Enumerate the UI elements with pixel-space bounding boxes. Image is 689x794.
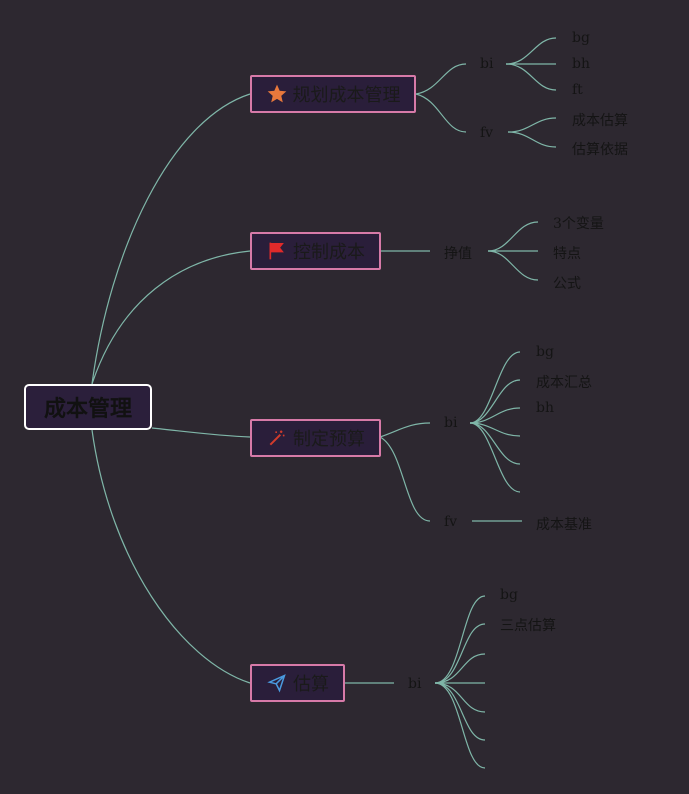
subtopic-label[interactable]: bi [408,676,422,692]
leaf-label[interactable]: bh [536,400,554,416]
subtopic-label[interactable]: fv [444,514,458,530]
connector-b1-fv-2 [507,131,557,148]
leaf-label[interactable]: 3个变量 [553,216,604,232]
leaf-label[interactable]: bg [500,587,518,603]
connector-b1-fv-1 [507,117,557,133]
topic-label: 制定预算 [293,429,365,450]
topic-determine-budget[interactable]: 制定预算 [250,419,381,457]
leaf-label[interactable]: 特点 [553,246,581,262]
subtopic-label[interactable]: bi [444,415,458,431]
connector-b1-bi [415,63,467,95]
topic-estimate[interactable]: 估算 [250,664,345,702]
leaf-label[interactable]: bg [572,30,590,46]
topic-label: 估算 [293,674,329,695]
root-topic-label: 成本管理 [43,397,132,422]
topic-label: 控制成本 [293,242,365,263]
connector-root-branch-3 [151,427,251,438]
connector-b4-bi-6 [434,682,486,741]
leaf-label[interactable]: bh [572,56,590,72]
star-icon [266,83,288,105]
connector-b1-fv [415,93,467,133]
topic-control-cost[interactable]: 控制成本 [250,232,381,270]
topic-plan-cost-management[interactable]: 规划成本管理 [250,75,416,113]
connector-b2-item-3 [487,250,539,281]
connector-root-branch-1 [91,93,251,385]
connector-b3-bi-2 [469,379,521,424]
leaf-label[interactable]: 成本基准 [536,517,592,533]
connector-root-branch-2 [91,250,251,385]
leaf-label[interactable]: 估算依据 [572,142,628,158]
connector-b1-bi-ft [505,63,557,91]
connector-root-branch-4 [91,429,251,684]
connector-b3-bi-1 [469,351,521,424]
paper-plane-icon [266,672,288,694]
connector-b4-bi-3 [434,653,486,684]
subtopic-label[interactable]: 挣值 [444,246,472,262]
leaf-label[interactable]: bg [536,344,554,360]
leaf-label[interactable]: 成本汇总 [536,375,592,391]
connector-b1-bi-bg [505,37,557,65]
connector-b4-bi-7 [434,682,486,769]
connector-b3-fv [379,436,431,522]
connector-b3-bi-5 [469,422,521,465]
connector-b3-bi-6 [469,422,521,493]
root-topic[interactable]: 成本管理 [24,384,152,430]
connector-b4-bi-2 [434,623,486,684]
connector-b3-bi [379,422,431,438]
leaf-label[interactable]: 公式 [553,276,581,292]
connector-b4-bi-1 [434,595,486,684]
leaf-label[interactable]: 三点估算 [500,618,556,634]
connector-b2-item-1 [487,221,539,252]
magic-wand-icon [266,427,288,449]
flag-icon [266,240,288,262]
leaf-label[interactable]: 成本估算 [572,113,628,129]
subtopic-label[interactable]: fv [480,125,494,141]
connector-b3-bi-3 [469,407,521,424]
subtopic-label[interactable]: bi [480,56,494,72]
leaf-label[interactable]: ft [572,82,583,98]
topic-label: 规划成本管理 [292,85,401,106]
